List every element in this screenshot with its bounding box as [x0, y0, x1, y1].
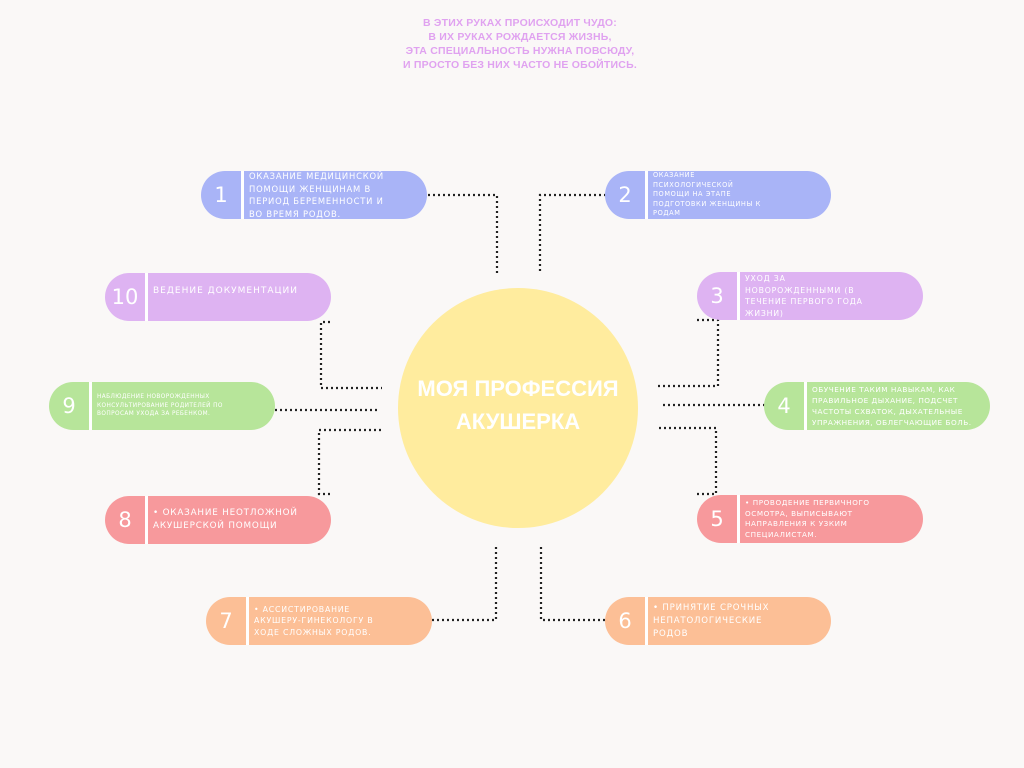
poem-line: ЭТА СПЕЦИАЛЬНОСТЬ НУЖНА ПОВСЮДУ,: [405, 45, 635, 57]
connector-1: [428, 193, 499, 275]
node-number: 8: [105, 496, 148, 544]
connector-8: [317, 428, 381, 496]
center-circle: МОЯ ПРОФЕССИЯ АКУШЕРКА: [398, 288, 638, 528]
node-3: 3 уход за новорожденными (в течение перв…: [697, 272, 923, 320]
center-title-line1: МОЯ ПРОФЕССИЯ: [417, 376, 619, 401]
node-2: 2 Оказание психологической помощи на эта…: [605, 171, 831, 219]
connector-6: [539, 545, 605, 622]
node-number: 2: [605, 171, 648, 219]
node-text: • Ассистирование акушеру-гинекологу в хо…: [254, 604, 374, 637]
connector-2: [538, 193, 606, 272]
node-4: 4 Обучение таким навыкам, как правильное…: [764, 382, 990, 430]
node-text: Оказание медицинской помощи женщинам в п…: [249, 171, 384, 219]
center-title-line2: АКУШЕРКА: [455, 409, 581, 434]
node-1: 1 Оказание медицинской помощи женщинам в…: [201, 171, 427, 219]
node-text: • Оказание неотложной акушерской помощи: [153, 508, 298, 531]
connector-7: [432, 546, 498, 622]
node-text: Обучение таким навыкам, как правильное д…: [812, 385, 972, 427]
node-number: 5: [697, 495, 740, 543]
connector-10: [319, 320, 382, 390]
poem-line: В ИХ РУКАХ РОЖДАЕТСЯ ЖИЗНЬ,: [428, 31, 612, 43]
poem-line: И ПРОСТО БЕЗ НИХ ЧАСТО НЕ ОБОЙТИСЬ.: [403, 59, 637, 71]
node-text: • Проводение первичного осмотра, выписыв…: [745, 498, 870, 539]
connector-3: [656, 318, 720, 388]
node-6: 6 • Принятие срочных непатологические ро…: [605, 597, 831, 645]
node-7: 7 • Ассистирование акушеру-гинекологу в …: [206, 597, 432, 645]
node-number: 1: [201, 171, 244, 219]
node-number: 6: [605, 597, 648, 645]
poem-text: В ЭТИХ РУКАХ ПРОИСХОДИТ ЧУДО: В ИХ РУКАХ…: [312, 16, 728, 72]
node-number: 9: [49, 382, 92, 430]
node-number: 4: [764, 382, 807, 430]
node-number: 3: [697, 272, 740, 320]
node-number: 7: [206, 597, 249, 645]
node-5: 5 • Проводение первичного осмотра, выпис…: [697, 495, 923, 543]
node-text: Оказание психологической помощи на этапе…: [653, 171, 761, 218]
node-text: • Принятие срочных непатологические родо…: [653, 602, 770, 639]
node-9: 9 наблюдение новорожденных Консультирова…: [49, 382, 275, 430]
node-text: уход за новорожденными (в течение первог…: [745, 274, 863, 318]
poem-line: В ЭТИХ РУКАХ ПРОИСХОДИТ ЧУДО:: [423, 17, 617, 29]
node-text: наблюдение новорожденных Консультировани…: [97, 394, 223, 418]
connector-5: [656, 426, 718, 496]
node-10: 10 Ведение документации: [105, 273, 331, 321]
node-text: Ведение документации: [153, 286, 298, 296]
node-8: 8 • Оказание неотложной акушерской помощ…: [105, 496, 331, 544]
node-number: 10: [105, 273, 148, 321]
